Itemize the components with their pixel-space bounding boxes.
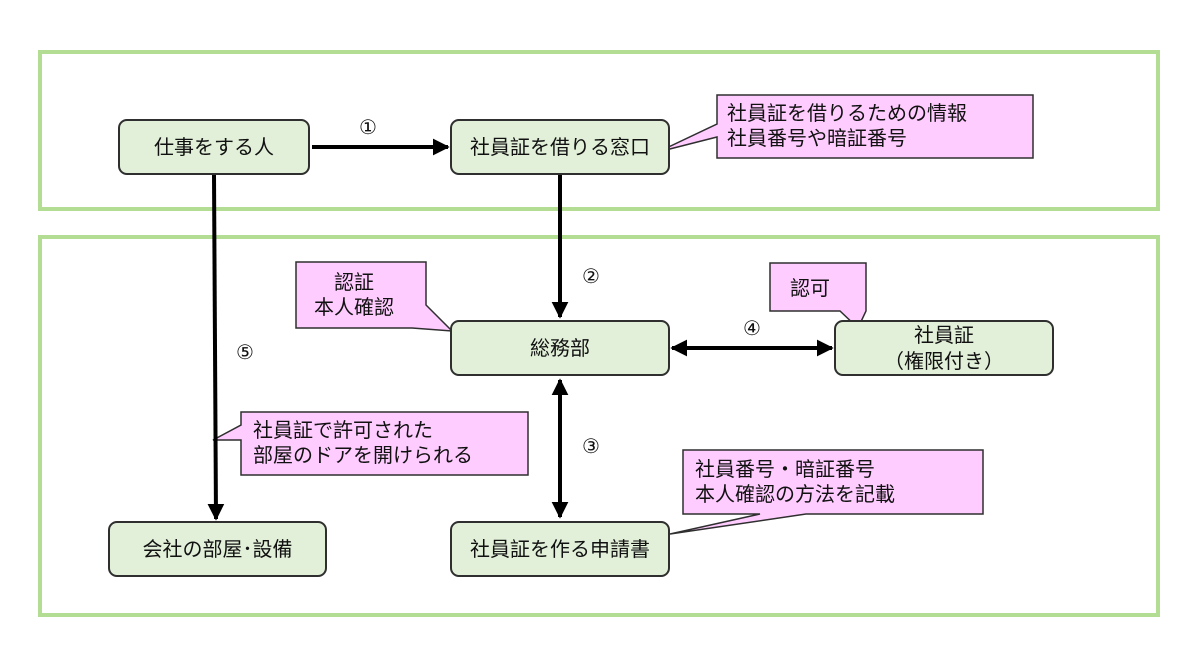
callout-application-info: 社員番号・暗証番号 本人確認の方法を記載 bbox=[685, 453, 905, 511]
callout-auth-line-1: 認証 bbox=[334, 270, 374, 294]
node-general-affairs: 総務部 bbox=[450, 320, 670, 376]
node-badge: 社員証 （権限付き） bbox=[834, 320, 1054, 376]
callout-door-shape bbox=[212, 411, 529, 476]
step-3-label: ③ bbox=[582, 434, 600, 458]
callout-window-info-shape bbox=[657, 94, 1034, 159]
step-5-label: ⑤ bbox=[236, 340, 254, 364]
callout-window-info-line-1: 社員証を借りるための情報 bbox=[727, 101, 967, 125]
node-application: 社員証を作る申請書 bbox=[450, 521, 670, 577]
callout-door-line-1: 社員証で許可された bbox=[253, 418, 433, 442]
callout-authz-line-1: 認可 bbox=[790, 276, 830, 300]
node-window: 社員証を借りる窓口 bbox=[450, 119, 670, 175]
node-room-label: 会社の部屋･設備 bbox=[142, 537, 293, 561]
callout-door-line-2: 部屋のドアを開けられる bbox=[253, 443, 473, 467]
callout-window-info-line-2: 社員番号や暗証番号 bbox=[727, 126, 907, 150]
node-badge-label-2: （権限付き） bbox=[884, 349, 1004, 373]
step-4-label: ④ bbox=[743, 316, 761, 340]
callout-window-info: 社員証を借りるための情報 社員番号や暗証番号 bbox=[717, 97, 977, 155]
upper-zone-frame bbox=[38, 50, 1160, 211]
node-worker: 仕事をする人 bbox=[118, 119, 310, 175]
callout-auth-line-2: 本人確認 bbox=[314, 295, 394, 319]
step-2-label: ② bbox=[582, 264, 600, 288]
node-general-affairs-label: 総務部 bbox=[530, 336, 590, 360]
lower-zone-frame bbox=[38, 235, 1160, 617]
node-worker-label: 仕事をする人 bbox=[154, 135, 274, 159]
node-window-label: 社員証を借りる窓口 bbox=[470, 135, 650, 159]
node-room: 会社の部屋･設備 bbox=[108, 521, 327, 577]
arrow-5-worker-to-room bbox=[207, 174, 225, 521]
callout-authz: 認可 bbox=[780, 272, 840, 305]
callout-door: 社員証で許可された 部屋のドアを開けられる bbox=[243, 414, 483, 472]
callout-application-info-line-2: 本人確認の方法を記載 bbox=[695, 482, 895, 506]
callout-application-info-line-1: 社員番号・暗証番号 bbox=[695, 457, 875, 481]
node-badge-label-1: 社員証 bbox=[914, 323, 974, 347]
node-application-label: 社員証を作る申請書 bbox=[470, 537, 650, 561]
callout-auth: 認証 本人確認 bbox=[298, 266, 404, 324]
step-1-label: ① bbox=[359, 115, 377, 139]
callout-application-info-shape bbox=[669, 449, 984, 535]
